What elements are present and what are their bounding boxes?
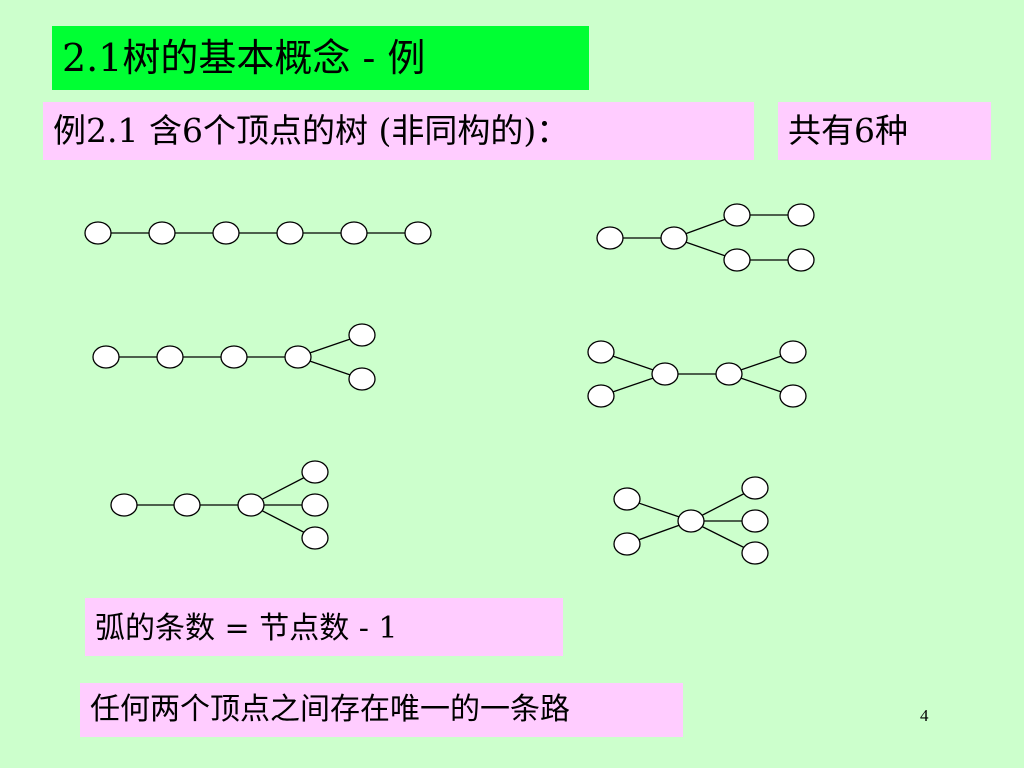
tree-node bbox=[779, 384, 807, 408]
tree-node bbox=[84, 221, 112, 245]
tree-path-triple bbox=[110, 460, 329, 550]
tree-double-broom bbox=[587, 340, 807, 408]
tree-node bbox=[301, 460, 329, 484]
tree-node bbox=[723, 248, 751, 272]
tree-star-split bbox=[613, 476, 769, 565]
tree-node bbox=[677, 509, 705, 533]
tree-node bbox=[173, 493, 201, 517]
tree-node bbox=[348, 323, 376, 347]
tree-node bbox=[220, 345, 248, 369]
tree-node bbox=[276, 221, 304, 245]
tree-node bbox=[715, 362, 743, 386]
tree-path-fork bbox=[92, 323, 376, 391]
slide-title: 2.1树的基本概念 - 例 bbox=[52, 26, 589, 90]
tree-node bbox=[787, 248, 815, 272]
tree-spider bbox=[596, 203, 815, 272]
tree-node bbox=[301, 526, 329, 550]
unique-path-rule: 任何两个顶点之间存在唯一的一条路 bbox=[80, 683, 683, 737]
tree-node bbox=[613, 532, 641, 556]
tree-node bbox=[284, 345, 312, 369]
tree-node bbox=[156, 345, 184, 369]
tree-node bbox=[587, 340, 615, 364]
tree-node bbox=[723, 203, 751, 227]
tree-node bbox=[596, 226, 624, 250]
tree-node bbox=[741, 476, 769, 500]
tree-node bbox=[613, 487, 641, 511]
example-heading: 例2.1 含6个顶点的树 (非同构的)： bbox=[43, 102, 754, 160]
tree-node bbox=[741, 541, 769, 565]
tree-node bbox=[237, 493, 265, 517]
tree-node bbox=[660, 226, 688, 250]
tree-node bbox=[779, 340, 807, 364]
tree-node bbox=[92, 345, 120, 369]
tree-node bbox=[340, 221, 368, 245]
tree-node bbox=[110, 493, 138, 517]
tree-path-6 bbox=[84, 221, 432, 245]
tree-node bbox=[741, 509, 769, 533]
tree-node bbox=[348, 367, 376, 391]
tree-node bbox=[404, 221, 432, 245]
page-number: 4 bbox=[920, 706, 929, 725]
tree-node bbox=[787, 203, 815, 227]
tree-node bbox=[148, 221, 176, 245]
total-count-note: 共有6种 bbox=[778, 102, 991, 160]
tree-node bbox=[651, 362, 679, 386]
tree-node bbox=[587, 384, 615, 408]
edge-count-rule: 弧的条数 = 节点数 - 1 bbox=[85, 598, 563, 656]
tree-node bbox=[212, 221, 240, 245]
tree-node bbox=[301, 493, 329, 517]
